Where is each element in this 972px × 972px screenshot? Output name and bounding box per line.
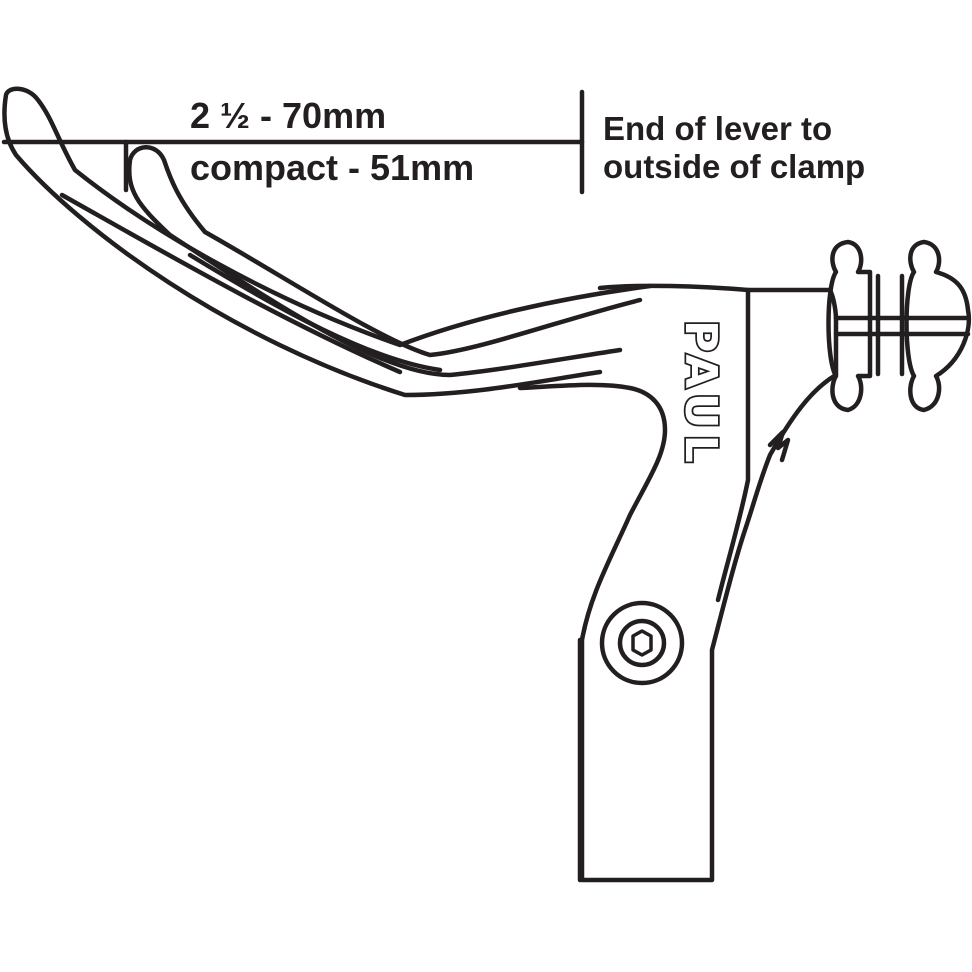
hex-socket-icon [631, 629, 653, 657]
measurement-note-line-2: outside of clamp [603, 148, 866, 185]
cable-notch [767, 429, 791, 463]
measurement-note-line-1: End of lever to [603, 110, 833, 147]
lever-body-edge [715, 287, 751, 603]
lever-body [517, 283, 839, 883]
measurement-compact-label: compact - 51mm [190, 147, 475, 188]
clamp-cap-right [904, 239, 972, 413]
pivot-bolt [617, 618, 667, 668]
pivot-boss [599, 600, 685, 686]
lever-blade-standard-inner [59, 192, 403, 375]
clamp-cap-left [826, 239, 873, 413]
lever-blade-compact-inner [187, 252, 443, 373]
brand-logo: PAUL [675, 320, 726, 469]
lever-blade-compact [127, 145, 643, 378]
measurement-note: End of lever to outside of clamp [603, 110, 903, 186]
measurement-standard-label: 2 ½ - 70mm [190, 95, 387, 136]
